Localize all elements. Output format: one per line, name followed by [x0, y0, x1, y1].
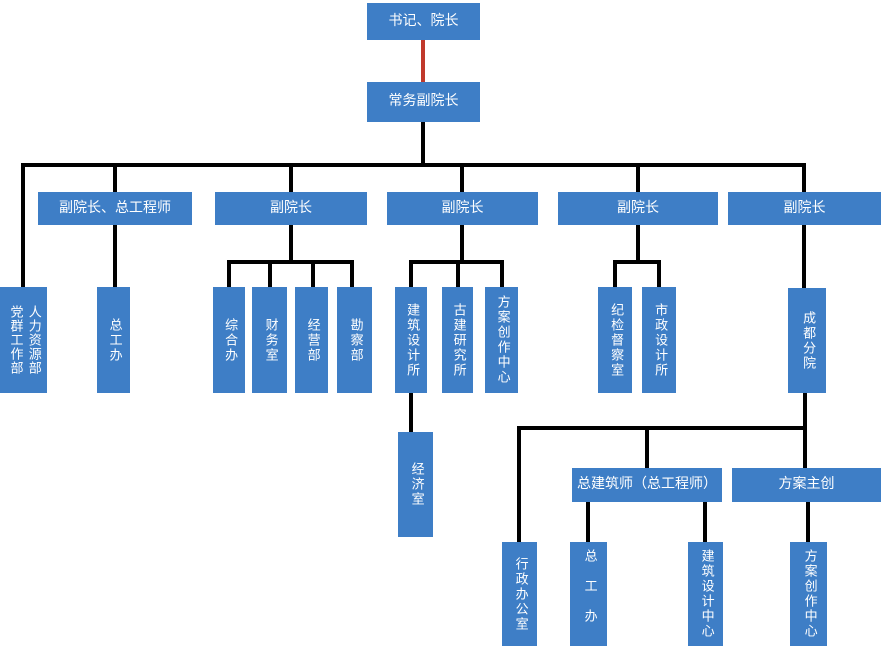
- node-admin-office-label: 行政办公室: [512, 556, 528, 632]
- node-vp4: 副院长: [558, 192, 718, 225]
- node-vp4-label: 副院长: [617, 199, 659, 216]
- connector-vp3-stem: [460, 225, 464, 262]
- node-exec-vp-label: 常务副院长: [388, 93, 459, 110]
- connector-drop-arch-design: [409, 260, 413, 287]
- node-arch-design-center-label: 建筑设计中心: [698, 549, 714, 639]
- node-discipline-inspection-office-label: 纪检督察室: [608, 302, 624, 378]
- connector-vp5-chengdu: [802, 225, 806, 288]
- node-branch-chief-eng-office: 总工办: [570, 542, 607, 646]
- connector-chiefeng-office: [113, 225, 117, 287]
- node-ancient-arch-institute-label: 古建研究所: [450, 302, 466, 378]
- node-branch-concept-creation-center: 方案创作中心: [790, 542, 827, 646]
- node-chengdu-branch: 成都分院: [788, 288, 826, 393]
- connector-drop-branch-chiefeng: [586, 502, 590, 542]
- connector-vp2-horizontal: [227, 260, 354, 264]
- connector-drop-general-office: [227, 260, 231, 287]
- node-arch-design-institute-label: 建筑设计所: [404, 302, 420, 378]
- node-vp3-label: 副院长: [441, 199, 484, 216]
- node-vp-chief-engineer: 副院长、总工程师: [38, 192, 192, 225]
- node-discipline-inspection-office: 纪检督察室: [598, 287, 632, 393]
- node-branch-concept-creation-center-label: 方案创作中心: [801, 549, 817, 639]
- connector-drop-branch-concept: [806, 502, 810, 542]
- node-admin-office: 行政办公室: [502, 542, 537, 646]
- connector-chengdu-stem: [803, 393, 807, 428]
- node-concept-creation-center-label: 方案创作中心: [494, 295, 510, 385]
- node-concept-lead-label: 方案主创: [778, 476, 835, 493]
- node-arch-design-institute: 建筑设计所: [395, 287, 427, 393]
- node-party-mass-hr-depts: 党群工作部 人力资源部: [0, 287, 47, 393]
- node-survey-dept-label: 勘察部: [347, 317, 363, 363]
- connector-archdesign-economy: [409, 393, 413, 432]
- node-concept-lead: 方案主创: [732, 468, 881, 502]
- node-economy-office-label: 经济室: [408, 462, 424, 507]
- node-vp5: 副院长: [728, 192, 881, 225]
- node-municipal-design-institute: 市政设计所: [642, 287, 676, 393]
- node-concept-creation-center: 方案创作中心: [485, 287, 518, 393]
- connector-vp4-stem: [636, 225, 640, 262]
- connector-drop-ancient-arch: [456, 260, 460, 287]
- node-hr-dept-label: 人力资源部: [25, 305, 41, 375]
- node-vp5-label: 副院长: [783, 199, 826, 216]
- node-vp3: 副院长: [387, 192, 538, 225]
- node-chief-architect-label: 总建筑师（总工程师）: [577, 476, 717, 493]
- node-general-office: 综合办: [213, 287, 245, 393]
- connector-drop-concept-lead: [803, 426, 807, 468]
- node-vp2-label: 副院长: [270, 199, 312, 216]
- connector-main-horizontal: [21, 163, 806, 167]
- connector-drop-arch-center: [703, 502, 707, 542]
- node-chengdu-branch-label: 成都分院: [800, 310, 816, 371]
- node-chief-eng-office-label: 总工办: [106, 317, 122, 363]
- connector-drop-vp4: [636, 163, 640, 192]
- node-party-mass-dept-label: 党群工作部: [7, 305, 23, 375]
- connector-vp2-stem: [289, 225, 293, 262]
- connector-drop-vp-chief-eng: [113, 163, 117, 192]
- node-arch-design-center: 建筑设计中心: [688, 542, 723, 646]
- connector-drop-discipline: [613, 260, 617, 287]
- node-branch-chief-eng-office-label: 总工办: [581, 549, 597, 639]
- connector-drop-survey: [350, 260, 354, 287]
- connector-drop-depts: [21, 163, 25, 287]
- connector-drop-chief-architect: [645, 426, 649, 468]
- connector-vp4-horizontal: [613, 260, 661, 264]
- connector-chengdu-horizontal: [517, 426, 807, 430]
- node-chief-eng-office: 总工办: [97, 287, 130, 393]
- connector-drop-vp3: [460, 163, 464, 192]
- node-operations-dept-label: 经营部: [304, 317, 320, 363]
- node-exec-vp: 常务副院长: [367, 82, 480, 122]
- connector-execvp-drop: [421, 122, 425, 165]
- node-municipal-design-institute-label: 市政设计所: [652, 302, 668, 378]
- connector-drop-concept-center: [500, 260, 504, 287]
- node-finance-office: 财务室: [252, 287, 287, 393]
- connector-drop-operations: [311, 260, 315, 287]
- node-vp2: 副院长: [215, 192, 367, 225]
- connector-president-execvp: [421, 40, 425, 82]
- connector-drop-municipal: [657, 260, 661, 287]
- node-finance-office-label: 财务室: [262, 317, 278, 363]
- node-operations-dept: 经营部: [295, 287, 328, 393]
- node-ancient-arch-institute: 古建研究所: [442, 287, 473, 393]
- connector-drop-vp2: [289, 163, 293, 192]
- connector-drop-vp5: [802, 163, 806, 192]
- connector-drop-finance: [268, 260, 272, 287]
- node-general-office-label: 综合办: [222, 317, 238, 363]
- node-vp-chief-engineer-label: 副院长、总工程师: [59, 199, 171, 216]
- node-president: 书记、院长: [367, 3, 480, 40]
- node-president-label: 书记、院长: [388, 12, 459, 29]
- connector-drop-admin-office: [517, 426, 521, 542]
- node-survey-dept: 勘察部: [337, 287, 372, 393]
- node-economy-office: 经济室: [398, 432, 433, 537]
- node-chief-architect: 总建筑师（总工程师）: [572, 468, 722, 502]
